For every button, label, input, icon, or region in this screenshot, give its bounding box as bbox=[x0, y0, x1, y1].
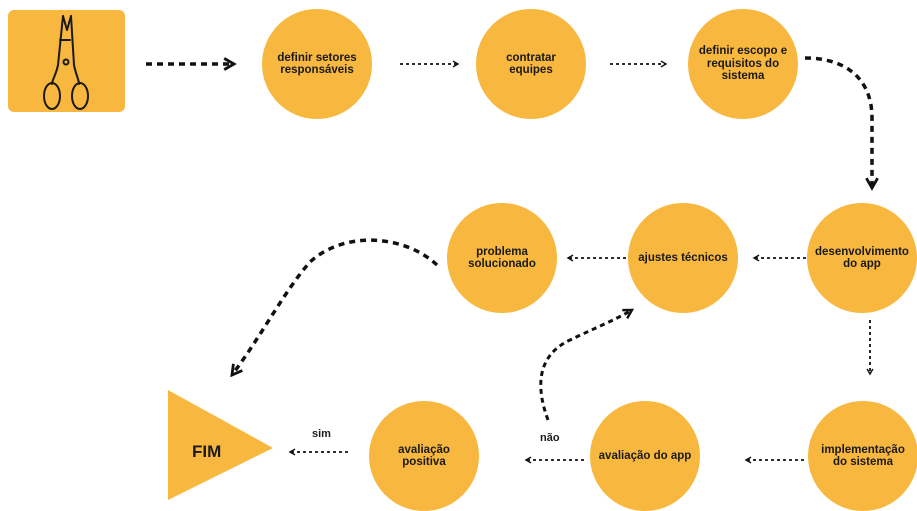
edge-label-nao: não bbox=[540, 432, 560, 444]
edge-label-sim: sim bbox=[312, 428, 331, 440]
node-label: definir setores responsáveis bbox=[277, 51, 357, 77]
node-label: desenvolvimento do app bbox=[815, 245, 909, 271]
node-label: avaliação positiva bbox=[398, 443, 450, 469]
node-label: ajustes técnicos bbox=[638, 251, 728, 264]
node-label: contratar equipes bbox=[506, 51, 556, 77]
node-contratar-equipes: contratar equipes bbox=[476, 9, 586, 119]
node-definir-escopo: definir escopo e requisitos do sistema bbox=[688, 9, 798, 119]
node-implementacao: implementação do sistema bbox=[808, 401, 917, 511]
start-box bbox=[8, 10, 125, 112]
end-label: FIM bbox=[192, 442, 222, 461]
arrow-problema-to-fim bbox=[230, 238, 439, 378]
node-avaliacao-app: avaliação do app bbox=[590, 401, 700, 511]
scissors-icon bbox=[43, 15, 89, 110]
node-avaliacao-positiva: avaliação positiva bbox=[369, 401, 479, 511]
end-triangle-shape bbox=[168, 390, 273, 500]
arrow-nao-to-ajustes bbox=[539, 308, 635, 421]
node-problema-solucionado: problema solucionado bbox=[447, 203, 557, 313]
node-label: implementação do sistema bbox=[821, 443, 905, 469]
node-label: definir escopo e requisitos do sistema bbox=[698, 45, 788, 83]
node-ajustes-tecnicos: ajustes técnicos bbox=[628, 203, 738, 313]
node-definir-setores: definir setores responsáveis bbox=[262, 9, 372, 119]
arrow-escopo-to-desenvolvimento bbox=[804, 56, 879, 191]
node-label: avaliação do app bbox=[598, 449, 692, 462]
node-desenvolvimento: desenvolvimento do app bbox=[807, 203, 917, 313]
node-label: problema solucionado bbox=[468, 245, 536, 271]
